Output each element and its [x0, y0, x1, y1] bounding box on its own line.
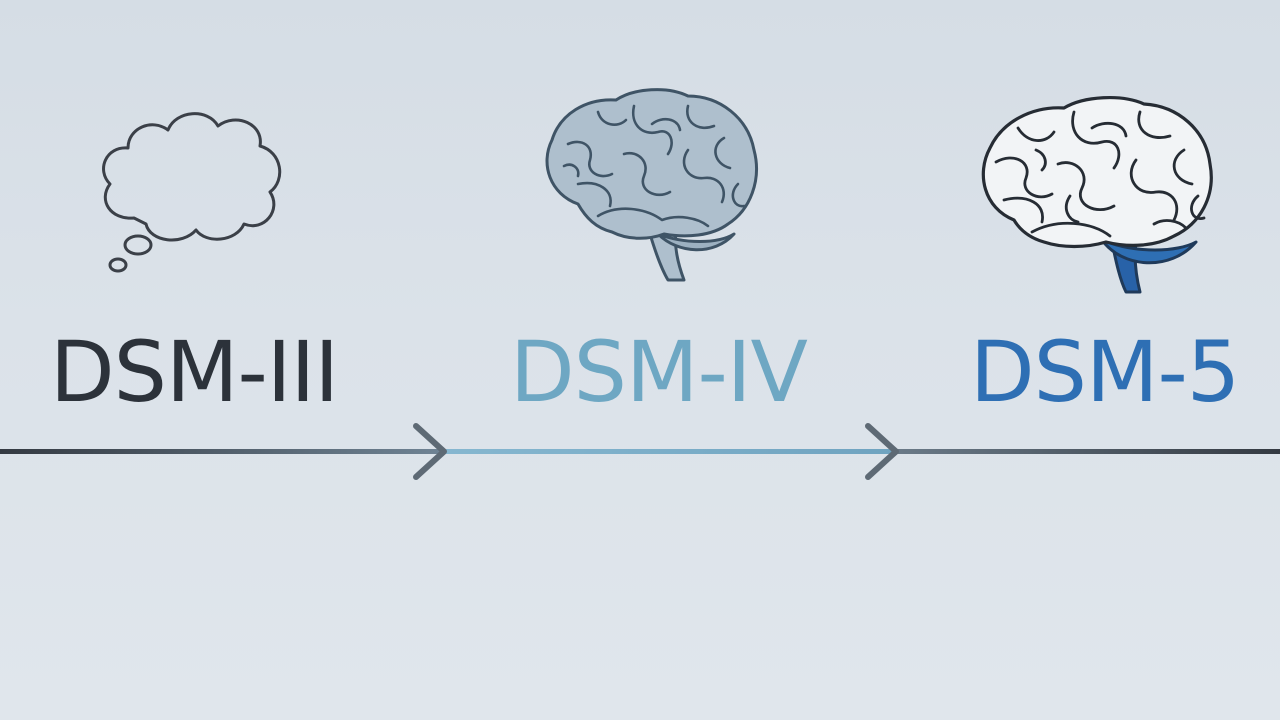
brain-detailed-icon: [974, 92, 1218, 298]
timeline-segment-2: [440, 449, 895, 454]
stage-label-dsm-iv: DSM-IV: [510, 323, 808, 421]
stage-label-dsm-iii: DSM-III: [50, 323, 339, 421]
brain-icon: [538, 84, 764, 288]
arrow-right-icon: [413, 423, 447, 480]
thought-bubble-icon: [96, 100, 288, 280]
timeline: [0, 420, 1280, 490]
arrow-right-icon: [865, 423, 899, 480]
stage-label-dsm-5: DSM-5: [970, 323, 1240, 421]
timeline-segment-3: [895, 449, 1280, 454]
timeline-segment-1: [0, 449, 440, 454]
